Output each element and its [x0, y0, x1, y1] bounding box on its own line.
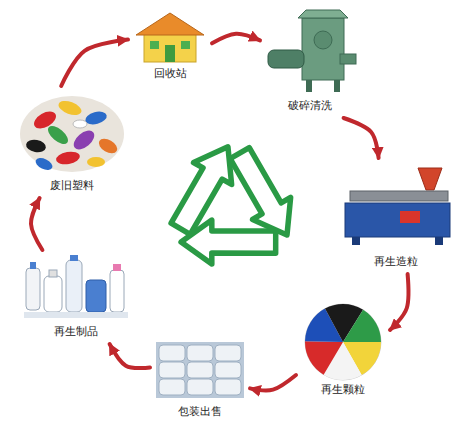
pellets-pie-part — [324, 323, 362, 361]
house-icon-part — [165, 45, 175, 62]
waste-plastics-pile-part — [96, 136, 119, 156]
stage-label: 包装出售 — [175, 404, 225, 420]
crusher-machine-part — [302, 18, 344, 80]
stage-label: 破碎清洗 — [285, 98, 335, 114]
waste-plastics-pile-part — [73, 120, 87, 128]
pellets-pie-part — [324, 323, 362, 361]
plastic-products-part — [66, 260, 82, 312]
granulator-machine-part — [350, 191, 448, 201]
recycle-symbol — [150, 144, 290, 289]
granulator-machine-part — [352, 237, 360, 245]
pellets-pie-part — [324, 323, 362, 361]
process-stage: 再生颗粒 — [298, 300, 388, 400]
packaged-bags-part — [156, 342, 244, 398]
granulator-machine-part — [345, 203, 450, 237]
flow-arrow — [250, 375, 296, 390]
packaged-bags-part — [187, 345, 213, 361]
recycle-symbol-part-part — [230, 148, 291, 235]
house-icon-part — [181, 41, 190, 49]
granulator-machine-part — [435, 237, 443, 245]
flow-arrow — [61, 40, 128, 86]
waste-plastics-pile — [20, 96, 124, 172]
recycle-symbol-part-part — [150, 144, 256, 240]
crusher-machine-part — [314, 31, 332, 49]
packaged-bags-part — [159, 345, 185, 361]
crusher-machine-part — [306, 80, 312, 92]
stage-label: 再生制品 — [51, 324, 101, 340]
house-icon-part — [136, 13, 204, 35]
pellets-pie-part — [324, 323, 362, 361]
waste-plastics-pile-part — [25, 138, 47, 153]
flow-arrow — [212, 34, 260, 43]
packaged-bags-part — [187, 362, 213, 378]
stage-label: 再生颗粒 — [318, 382, 368, 398]
plastic-products-part — [24, 312, 128, 318]
stage-label: 废旧塑料 — [47, 178, 97, 194]
waste-plastics-pile-part — [20, 96, 124, 172]
plastic-products-part — [26, 268, 40, 310]
plastic-products-part — [49, 270, 57, 277]
pellets-pie-part — [324, 323, 362, 361]
packaged-bags-part — [187, 379, 213, 395]
waste-plastics-pile-part — [55, 150, 81, 166]
packaged-bags-part — [215, 379, 241, 395]
plastic-products-part — [113, 264, 121, 271]
granulator-machine-part — [418, 168, 442, 190]
crusher-machine-part — [298, 10, 348, 18]
house-icon-part — [150, 41, 159, 49]
packaged-bags-part — [215, 362, 241, 378]
process-stage: 再生制品 — [20, 252, 132, 342]
process-stage: 废旧塑料 — [18, 88, 126, 196]
plastic-products-part — [110, 270, 124, 312]
packaged-bags-part — [159, 362, 185, 378]
process-stage: 回收站 — [130, 10, 210, 84]
plastic-products-part — [30, 262, 36, 269]
waste-plastics-pile-part — [70, 127, 97, 153]
granulator-machine — [345, 168, 450, 245]
waste-plastics-pile-part — [87, 157, 105, 167]
packaged-bags-part — [215, 345, 241, 361]
process-stage: 包装出售 — [152, 338, 248, 422]
pellets-pie — [305, 304, 381, 380]
flow-arrow — [344, 118, 379, 158]
pellets-pie-part — [305, 304, 381, 380]
flow-arrow — [31, 198, 42, 250]
recycle-symbol-part — [150, 144, 256, 240]
pellets-pie-part — [324, 323, 362, 361]
process-stage: 破碎清洗 — [262, 8, 358, 116]
crusher-machine — [268, 10, 356, 92]
crusher-machine-part — [268, 50, 304, 68]
waste-plastics-pile-part — [57, 98, 84, 117]
recycle-symbol-part — [230, 148, 291, 235]
granulator-machine-part — [400, 211, 420, 223]
plastic-products — [24, 255, 128, 318]
house-icon-part — [144, 34, 196, 62]
packaged-bags-part — [159, 379, 185, 395]
plastic-products-part — [44, 276, 62, 312]
house-icon — [136, 13, 204, 62]
process-stage: 再生造粒 — [338, 160, 454, 272]
plastic-products-part — [86, 280, 106, 312]
stage-label: 回收站 — [151, 66, 190, 82]
packaged-bags — [156, 342, 244, 398]
crusher-machine-part — [334, 80, 340, 92]
stage-label: 再生造粒 — [371, 254, 421, 270]
flow-arrow — [110, 344, 150, 368]
waste-plastics-pile-part — [34, 156, 55, 173]
connectors — [31, 34, 408, 391]
waste-plastics-pile-part — [45, 123, 71, 148]
flow-arrow — [390, 274, 408, 330]
plastic-products-part — [70, 255, 78, 261]
crusher-machine-part — [340, 54, 356, 64]
